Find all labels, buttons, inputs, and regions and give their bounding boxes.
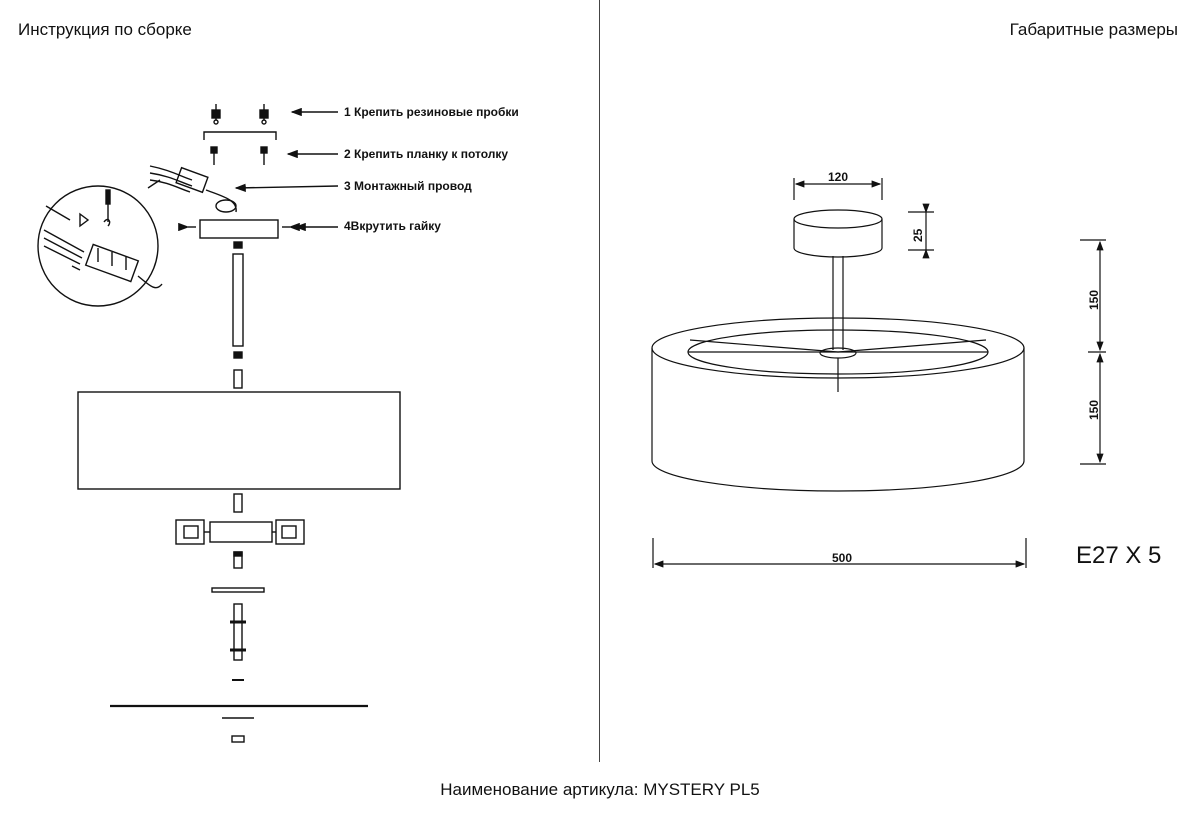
mounting-wire — [149, 165, 237, 213]
lampshade — [77, 391, 401, 490]
dim-500-label: 500 — [832, 551, 852, 565]
bottom-rod-parts — [211, 587, 265, 681]
overall-dimensions-title: Габаритные размеры — [1009, 20, 1178, 39]
dim-canopy-diameter — [793, 178, 883, 200]
assembly-instructions-title: Инструкция по сборке — [18, 20, 192, 39]
clip-part — [233, 551, 243, 569]
dim-150-lower-label: 150 — [1087, 400, 1101, 420]
dimension-drawing — [651, 178, 1106, 568]
drum-shade — [651, 317, 1025, 492]
dim-canopy-height — [908, 203, 934, 259]
dim-150-upper-label: 150 — [1087, 290, 1101, 310]
lamp-spec: E27 X 5 — [1076, 542, 1161, 569]
assembly-diagram — [37, 104, 401, 743]
wiring-detail-magnifier — [37, 179, 163, 307]
bracket-screws — [210, 146, 268, 165]
stem — [819, 256, 857, 359]
dim-shade-diameter — [652, 538, 1027, 568]
canopy-plate — [178, 219, 300, 239]
center-divider — [599, 0, 600, 762]
step-4-label: 4Вкрутить гайку — [344, 219, 441, 233]
step-1-label: 1 Крепить резиновые пробки — [344, 105, 519, 119]
canopy — [793, 209, 883, 258]
rubber-plug-screws — [211, 104, 269, 125]
diffuser-plate — [110, 704, 368, 743]
dim-120-label: 120 — [828, 170, 848, 184]
step-leader-arrows — [234, 107, 339, 232]
lamp-holder-assembly — [175, 493, 305, 545]
article-name: Наименование артикула: MYSTERY PL5 — [440, 780, 760, 799]
step-2-label: 2 Крепить планку к потолку — [344, 147, 508, 161]
dim-vertical — [1080, 239, 1106, 465]
mounting-bracket — [203, 131, 277, 140]
suspension-rod — [232, 241, 244, 389]
dim-25-label: 25 — [911, 228, 925, 242]
step-3-label: 3 Монтажный провод — [344, 179, 472, 193]
